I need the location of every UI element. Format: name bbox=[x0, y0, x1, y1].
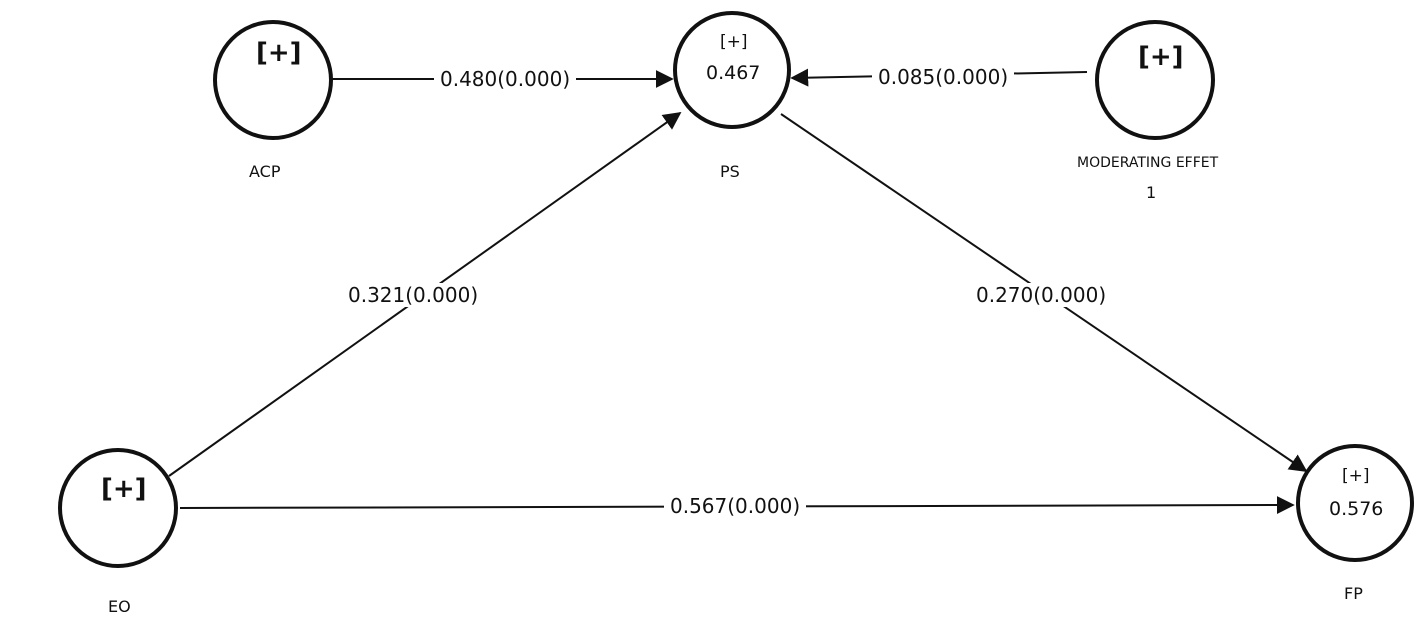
fp-r-squared: 0.576 bbox=[1329, 498, 1384, 520]
moderating-effet-expand-marker[interactable]: [+] bbox=[1138, 42, 1184, 72]
node-acp bbox=[213, 20, 333, 140]
ps-r-squared: 0.467 bbox=[706, 62, 761, 84]
moderating-effet-label: MODERATING EFFET bbox=[1077, 155, 1219, 171]
eo-label: EO bbox=[108, 597, 131, 616]
fp-expand-marker[interactable]: [+] bbox=[1342, 466, 1370, 486]
path-label-ps-fp: 0.270(0.000) bbox=[970, 283, 1113, 307]
fp-label: FP bbox=[1344, 584, 1363, 603]
node-eo bbox=[58, 448, 178, 568]
eo-expand-marker[interactable]: [+] bbox=[101, 474, 147, 504]
path-label-eo-fp: 0.567(0.000) bbox=[664, 494, 807, 518]
acp-expand-marker[interactable]: [+] bbox=[256, 38, 302, 68]
moderating-effet-sublabel: 1 bbox=[1146, 183, 1157, 202]
ps-expand-marker[interactable]: [+] bbox=[720, 32, 748, 52]
node-ps bbox=[673, 11, 791, 129]
path-label-eo-ps: 0.321(0.000) bbox=[342, 283, 485, 307]
acp-label: ACP bbox=[249, 162, 281, 181]
path-label-mod-ps: 0.085(0.000) bbox=[872, 65, 1015, 89]
path-label-acp-ps: 0.480(0.000) bbox=[434, 67, 577, 91]
ps-label: PS bbox=[720, 162, 740, 181]
node-moderating-effet bbox=[1095, 20, 1215, 140]
node-fp bbox=[1296, 444, 1414, 562]
